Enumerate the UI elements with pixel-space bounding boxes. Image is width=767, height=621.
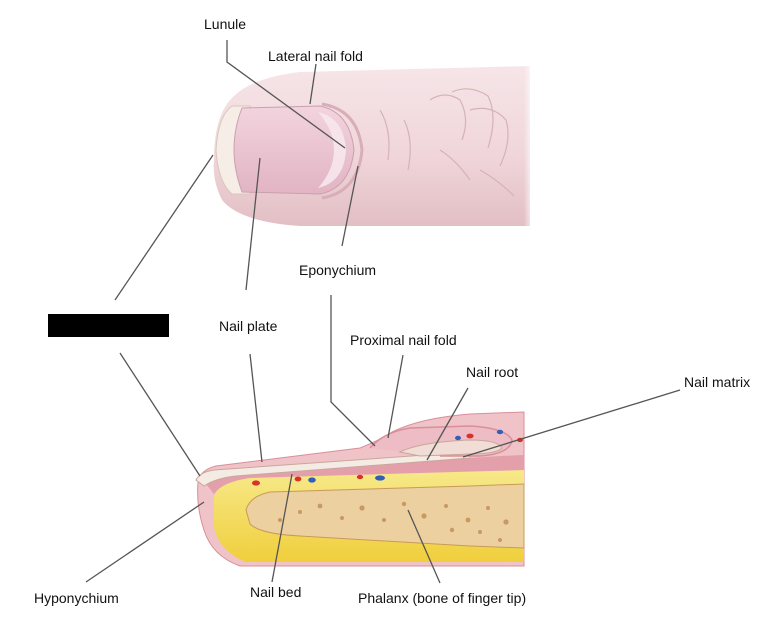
leader-nail-plate-section: [250, 354, 262, 462]
nail-cross-section: [196, 412, 524, 566]
label-nail-matrix: Nail matrix: [684, 374, 750, 390]
label-nail-bed: Nail bed: [250, 584, 301, 600]
redacted-label-box: [48, 314, 169, 337]
label-lateral-nail-fold: Lateral nail fold: [268, 48, 363, 64]
label-hyponychium: Hyponychium: [34, 590, 119, 606]
leader-eponychium-section: [331, 295, 375, 446]
leader-hyponychium: [86, 502, 204, 582]
finger-illustration: [214, 60, 535, 232]
label-nail-plate: Nail plate: [219, 318, 277, 334]
leader-free-edge-section: [120, 353, 200, 476]
label-proximal-nail-fold: Proximal nail fold: [350, 332, 457, 348]
label-nail-root: Nail root: [466, 364, 518, 380]
label-phalanx: Phalanx (bone of finger tip): [358, 590, 526, 606]
leader-free-edge: [115, 155, 213, 300]
leader-proximal-nail-fold: [388, 355, 403, 438]
label-eponychium: Eponychium: [299, 262, 376, 278]
label-lunule: Lunule: [204, 16, 246, 32]
